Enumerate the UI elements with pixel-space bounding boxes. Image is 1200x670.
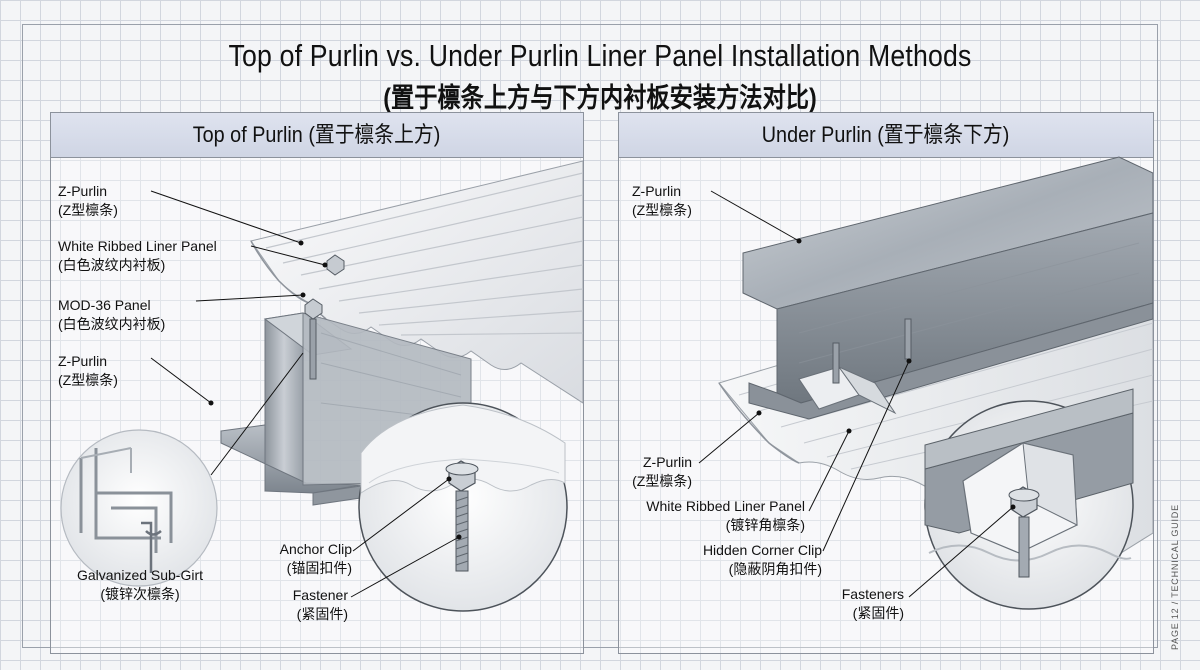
label-anchor-clip: Anchor Clip (锚固扣件) — [250, 540, 352, 578]
sheet-border — [22, 24, 1158, 648]
label-z-purlin-low-right: Z-Purlin (Z型檩条) — [600, 453, 692, 491]
label-text-zh: (Z型檩条) — [632, 473, 692, 489]
panel-under-purlin: Under Purlin (置于檩条下方) — [618, 112, 1154, 654]
under-purlin-illustration — [698, 156, 1153, 610]
panel-top-of-purlin: Top of Purlin (置于檩条上方) — [50, 112, 584, 654]
label-white-liner-panel: White Ribbed Liner Panel (白色波纹内衬板) — [58, 237, 217, 275]
label-text-zh: (Z型檩条) — [58, 372, 118, 388]
hidden-corner-clip — [798, 318, 912, 415]
fastener-detail-circle — [358, 402, 568, 612]
label-text-en: Fasteners — [841, 586, 904, 602]
label-text-zh: (隐蔽阴角扣件) — [728, 561, 822, 577]
label-text-en: Galvanized Sub-Girt — [76, 567, 204, 583]
label-hidden-corner-clip: Hidden Corner Clip (隐蔽阴角扣件) — [640, 541, 822, 579]
label-text-zh: (镀锌次檩条) — [100, 586, 180, 602]
fastener-bolts — [304, 254, 345, 380]
label-text-en: White Ribbed Liner Panel — [646, 498, 805, 514]
panel-header-top-of-purlin: Top of Purlin (置于檩条上方) — [51, 113, 583, 158]
label-text-en: Hidden Corner Clip — [702, 542, 822, 558]
label-galvanized-sub-girt: Galvanized Sub-Girt (镀锌次檩条) — [70, 566, 210, 604]
label-text-zh: (Z型檩条) — [58, 202, 118, 218]
label-text-en: Anchor Clip — [279, 541, 352, 557]
title-chinese: (置于檩条上方与下方内衬板安装方法对比) — [383, 83, 817, 113]
label-text-zh: (镀锌角檩条) — [725, 517, 805, 533]
panel-heading-under-purlin: Under Purlin (置于檩条下方) — [762, 122, 1010, 147]
leader-dots — [208, 240, 462, 540]
label-text-en: Z-Purlin — [58, 183, 108, 199]
leader-lines — [698, 190, 1014, 598]
panel-header-under-purlin: Under Purlin (置于檩条下方) — [619, 113, 1153, 158]
label-text-en: Z-Purlin — [632, 183, 682, 199]
label-text-zh: (白色波纹内衬板) — [58, 316, 166, 332]
label-text-en: Z-Purlin — [642, 454, 692, 470]
fasteners-detail-circle — [924, 388, 1134, 610]
label-text-zh: (锚固扣件) — [286, 560, 352, 576]
label-z-purlin-top: Z-Purlin (Z型檩条) — [58, 182, 118, 220]
label-text-zh: (紧固件) — [852, 605, 904, 621]
label-z-purlin-top-right: Z-Purlin (Z型檩条) — [632, 182, 692, 220]
label-text-en: White Ribbed Liner Panel — [58, 238, 217, 254]
leader-lines — [150, 190, 460, 598]
top-of-purlin-illustration — [60, 160, 583, 612]
label-text-en: MOD-36 Panel — [58, 297, 151, 313]
panel-heading-top-of-purlin: Top of Purlin (置于檩条上方) — [193, 122, 441, 147]
label-text-zh: (紧固件) — [296, 606, 348, 622]
label-text-zh: (Z型檩条) — [632, 202, 692, 218]
label-fastener: Fastener (紧固件) — [250, 586, 348, 624]
label-z-purlin-mid: Z-Purlin (Z型檩条) — [58, 352, 118, 390]
sub-girt-detail-circle — [60, 429, 218, 587]
label-fasteners: Fasteners (紧固件) — [780, 585, 904, 623]
label-white-liner-panel-right: White Ribbed Liner Panel (镀锌角檩条) — [600, 497, 805, 535]
label-text-zh: (白色波纹内衬板) — [58, 257, 166, 273]
label-mod36-panel: MOD-36 Panel (白色波纹内衬板) — [58, 296, 165, 334]
label-text-en: Fastener — [292, 587, 348, 603]
label-text-en: Z-Purlin — [58, 353, 108, 369]
title-english: Top of Purlin vs. Under Purlin Liner Pan… — [228, 38, 972, 73]
side-caption: PAGE 12 / TECHNICAL GUIDE — [1170, 504, 1180, 650]
leader-dots — [756, 238, 1016, 510]
